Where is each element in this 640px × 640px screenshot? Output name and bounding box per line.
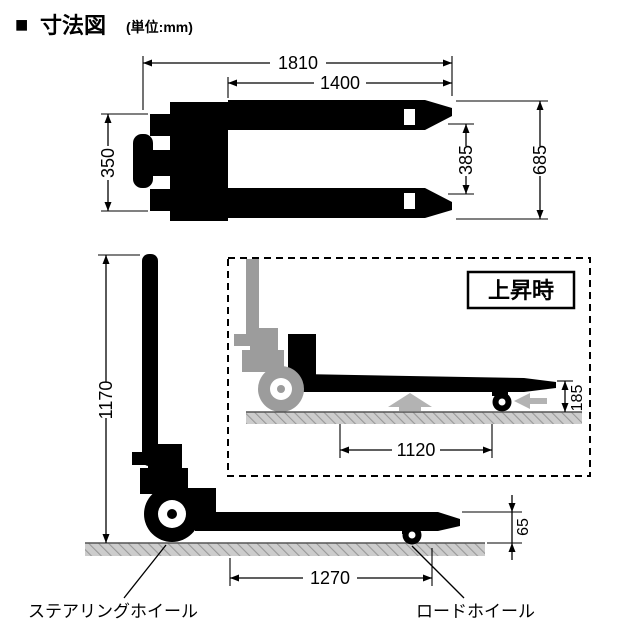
raised-caption: 上昇時 (488, 278, 554, 303)
dim-fork-inner-width-value: 385 (456, 145, 476, 175)
dim-fork-inner-width: 385 (448, 123, 476, 195)
steering-wheel-label: ステアリングホイール (28, 602, 198, 621)
dim-raised-height: 185 (557, 380, 586, 412)
raised-pump-base (242, 350, 284, 372)
release-lever (132, 452, 150, 465)
side-handle (142, 254, 158, 466)
dim-handle-height: 1170 (96, 254, 140, 543)
dim-overall-length: 1810 (142, 53, 453, 110)
dim-overall-width: 685 (456, 100, 550, 220)
raised-fork-group (288, 334, 556, 412)
caption-box (466, 270, 576, 310)
dim-overall-length-value: 1810 (278, 53, 318, 73)
steering-wheel-leader-line (123, 544, 167, 599)
page-title: ■ 寸法図 (単位:mm) (15, 12, 193, 38)
load-wheel-hub (408, 531, 416, 539)
side-view-drawing (85, 254, 485, 556)
raised-load-wheel-link (492, 389, 508, 396)
dim-fork-length-value: 1400 (320, 73, 360, 93)
load-wheel-label: ロードホイール (416, 602, 535, 621)
dim-lowered-height-value: 65 (515, 518, 532, 536)
ground-strip (85, 543, 485, 556)
raised-fork (300, 374, 556, 392)
top-view-block-lower (150, 189, 170, 211)
motion-arrows (388, 393, 547, 411)
title-heading: 寸法図 (40, 13, 106, 38)
title-bullet-icon: ■ (15, 12, 28, 37)
dim-handle-height-value: 1170 (96, 381, 116, 420)
top-view-fork-lower-notch (404, 193, 415, 209)
raised-handle (246, 259, 259, 335)
wheel-shift-left-arrow-icon (514, 393, 547, 409)
dim-overall-width-value: 685 (530, 145, 550, 175)
dim-steering-unit-width: 350 (98, 113, 148, 212)
raised-release-lever (234, 334, 250, 346)
dim-steering-unit-width-value: 350 (98, 148, 118, 178)
load-wheel-leader-line (411, 545, 465, 599)
raised-steering-unit (234, 259, 284, 372)
dim-fork-ground-length-value: 1270 (310, 568, 350, 588)
top-view-drawing (133, 100, 452, 221)
top-view-fork-upper (228, 100, 452, 130)
raised-load-wheel-hub (498, 398, 506, 406)
dim-lift-span-value: 1120 (397, 440, 436, 460)
raised-steering-wheel-hub (277, 385, 285, 393)
top-view-handle-connector (148, 150, 174, 176)
top-view-fork-lower (228, 188, 452, 218)
top-view-body (170, 102, 228, 221)
lift-up-arrow-icon (388, 393, 432, 411)
top-view-block-upper (150, 114, 170, 136)
title-unit: (単位:mm) (126, 19, 193, 35)
inset-border (227, 257, 591, 477)
dim-fork-length: 1400 (227, 73, 452, 98)
dim-fork-ground-length: 1270 (229, 548, 433, 588)
top-view-fork-upper-notch (404, 109, 415, 125)
dim-raised-height-value: 185 (569, 385, 586, 412)
steering-wheel-hub (167, 509, 177, 519)
inset-ground-strip (246, 412, 582, 424)
raised-steering-wheel (258, 366, 304, 412)
dim-lift-span: 1120 (339, 424, 493, 460)
part-labels: ステアリングホイール ロードホイール (28, 544, 535, 621)
side-fork-lowered (195, 512, 460, 531)
dim-lowered-height: 65 (462, 495, 532, 560)
raised-inset: 上昇時 185 1120 (227, 257, 591, 477)
